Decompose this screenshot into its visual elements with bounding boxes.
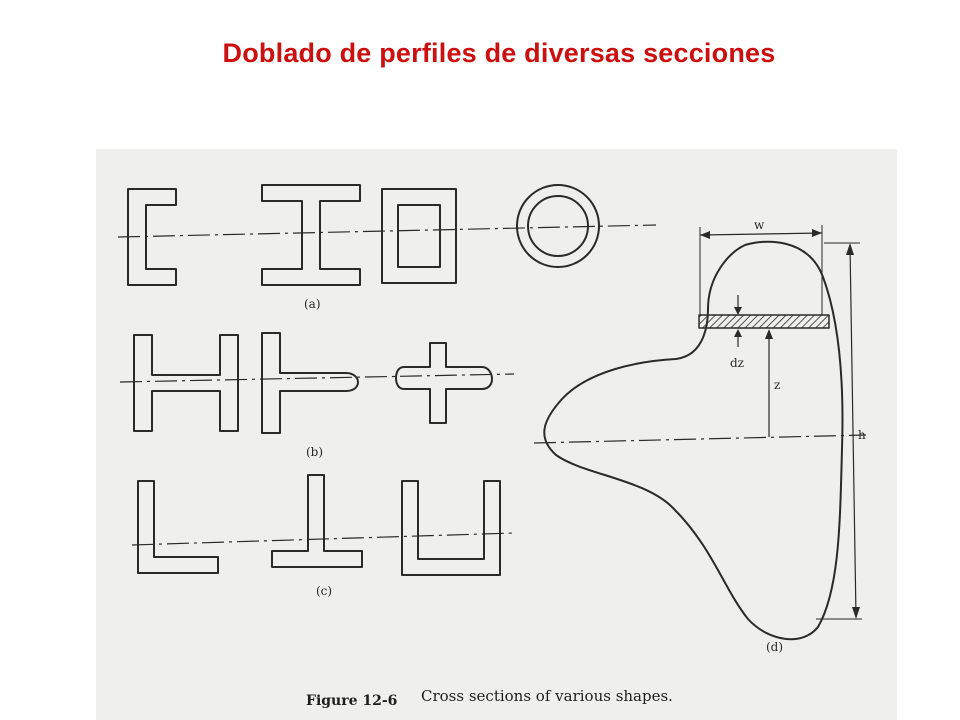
width-dimension-line	[699, 232, 823, 236]
t-section-c	[271, 474, 363, 568]
box-section-outer	[381, 188, 457, 284]
dim-label-dz: dz	[730, 356, 744, 370]
panel-label-d: (d)	[766, 640, 783, 654]
figure-caption-text: Cross sections of various shapes.	[421, 687, 673, 705]
cross-section-b	[395, 342, 493, 424]
hatched-strip-dz	[698, 314, 830, 329]
h-arrow-bottom	[852, 607, 860, 619]
width-arrow-right	[812, 229, 822, 237]
box-section-inner	[397, 204, 441, 268]
centerline-a	[117, 224, 657, 238]
panel-label-c: (c)	[316, 584, 332, 598]
t-flange-section-b	[261, 332, 359, 434]
centerline-b	[119, 373, 515, 383]
cross-sections-diagram: (a) (b) (c) (d) w dz z h Figure 12-6 Cro…	[117, 184, 867, 709]
tube-section-inner	[527, 195, 589, 257]
panel-label-b: (b)	[306, 445, 323, 459]
u-section-c	[401, 480, 501, 576]
h-arrow-top	[846, 243, 854, 255]
dim-label-w: w	[754, 218, 765, 232]
dim-label-h: h	[858, 428, 866, 442]
slide-title: Doblado de perfiles de diversas seccione…	[222, 38, 776, 68]
panel-label-a: (a)	[304, 297, 321, 311]
dim-label-z: z	[774, 378, 780, 392]
arbitrary-section-outline	[543, 240, 844, 641]
neutral-axis-d	[533, 434, 867, 444]
channel-section-a	[127, 188, 177, 286]
scanned-figure: (a) (b) (c) (d) w dz z h Figure 12-6 Cro…	[96, 149, 897, 720]
centerline-c	[131, 532, 515, 546]
h-section-b	[133, 334, 239, 432]
figure-caption-number: Figure 12-6	[306, 693, 397, 709]
tube-section-outer	[516, 184, 600, 268]
width-arrow-left	[700, 231, 710, 239]
dz-arrow-bottom-head	[734, 329, 742, 337]
z-arrow-head	[765, 329, 773, 339]
i-beam-section-a	[261, 184, 361, 286]
angle-section-c	[137, 480, 219, 574]
h-dimension-line	[849, 244, 857, 618]
dz-arrow-top-head	[734, 307, 742, 315]
